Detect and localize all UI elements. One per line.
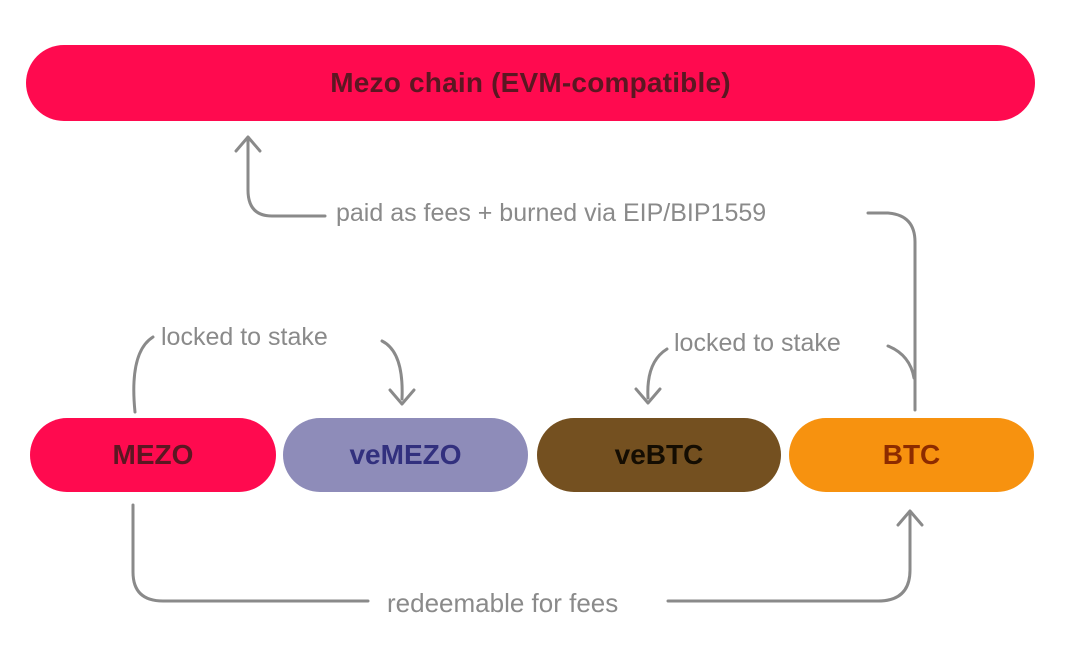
arrowhead-down-vebtc	[634, 387, 662, 405]
token-pill-vemezo: veMEZO	[283, 418, 528, 492]
arrow-locked-to-vebtc	[646, 347, 669, 400]
locked-to-stake-right-label: locked to stake	[674, 329, 841, 357]
token-pill-mezo: MEZO	[30, 418, 276, 492]
mezo-chain-banner: Mezo chain (EVM-compatible)	[26, 45, 1035, 121]
line-mezo-to-locked	[132, 335, 155, 414]
arrowhead-down-vemezo	[388, 388, 416, 406]
arrowhead-up-btc	[896, 509, 924, 527]
locked-to-stake-left-label: locked to stake	[161, 323, 328, 351]
arrow-fees-to-chain	[246, 138, 327, 218]
fees-burned-label: paid as fees + burned via EIP/BIP1559	[336, 199, 767, 227]
arrowhead-up-chain	[234, 135, 262, 153]
token-pill-btc: BTC	[789, 418, 1034, 492]
redeemable-for-fees-label: redeemable for fees	[387, 588, 619, 618]
line-mezo-to-redeemable	[131, 503, 370, 603]
token-pill-vebtc: veBTC	[537, 418, 781, 492]
arrow-redeemable-to-btc	[666, 512, 912, 603]
arrow-locked-to-vemezo	[380, 339, 404, 401]
line-locked-right-to-btc	[886, 344, 916, 380]
line-btc-to-fees	[866, 211, 917, 412]
